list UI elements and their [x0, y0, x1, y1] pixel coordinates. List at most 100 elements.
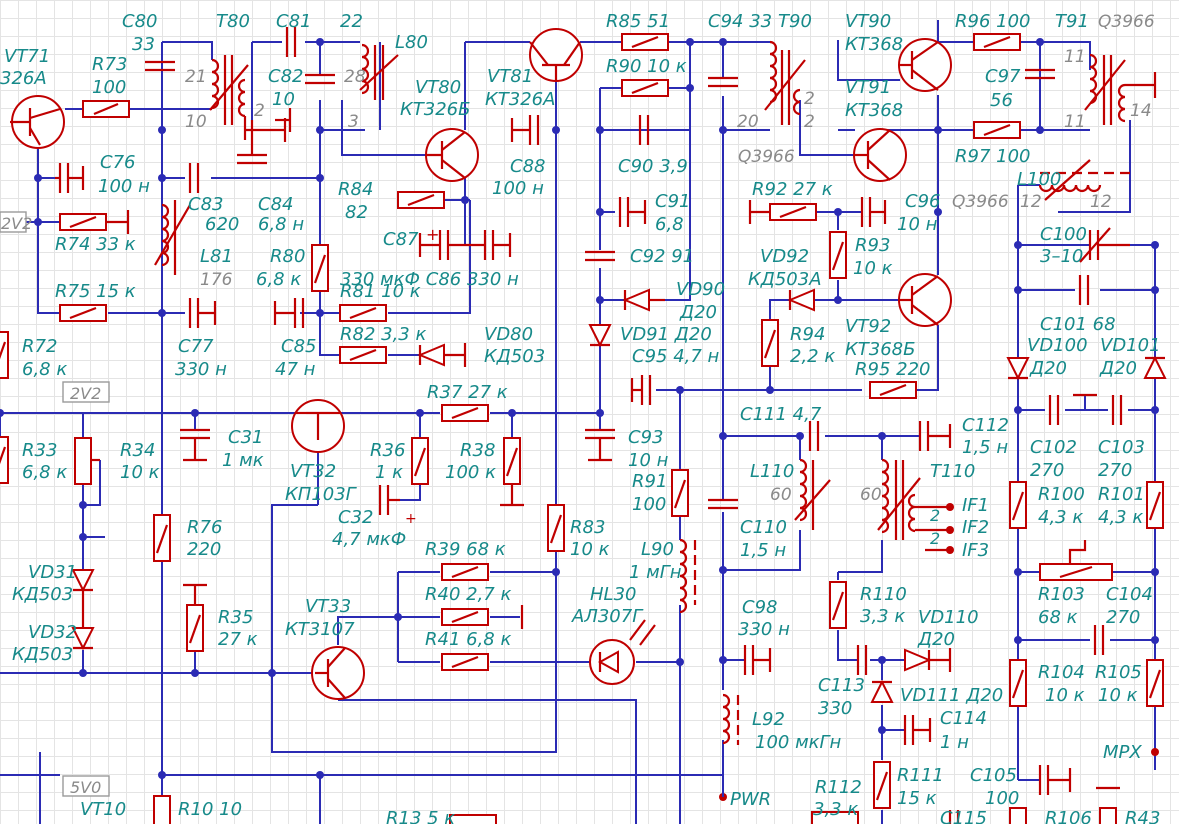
label-r100-v: 4,3 к [1038, 507, 1083, 528]
resistor-R80 [311, 244, 329, 292]
label-vt81-n: VT81 [487, 66, 533, 87]
resistor-R34 [74, 437, 100, 485]
pin-number-p11a: 11 [1064, 47, 1086, 67]
label-c80-n: C80 [122, 11, 157, 32]
label-vt33-n: VT33 [305, 596, 351, 617]
pin-number-p20: 20 [737, 112, 759, 132]
diode-VD92 [787, 288, 815, 312]
label-mpx: MPX [1103, 742, 1142, 763]
label-r103-v: 68 к [1038, 607, 1078, 628]
pin-number-q3966a: Q3966 [1098, 12, 1155, 32]
cap-C104 [1093, 625, 1105, 655]
diode-VD90 [622, 288, 665, 312]
label-vd110-n: VD110 [918, 607, 979, 628]
transistor-VT71 [10, 95, 65, 149]
resistor-R82 [339, 346, 387, 364]
coil-L80 [359, 43, 399, 100]
coil-L100 [1038, 159, 1135, 201]
transistor-VT91 [853, 128, 907, 182]
cap-C87: + [418, 225, 450, 260]
label-vd101-t: Д20 [1099, 358, 1137, 379]
pin-number-p12a: 12 [1020, 192, 1042, 212]
resistor-R43 [1096, 786, 1120, 824]
label-vd91: VD91 Д20 [620, 324, 712, 345]
label-c88-v: 100 н [492, 178, 544, 199]
pin-number-p2c: 2 [804, 112, 815, 132]
label-r34-v: 10 к [120, 462, 160, 483]
label-r83-v: 10 к [570, 539, 610, 560]
label-r104-v: 10 к [1045, 685, 1085, 706]
transformer-T110 [877, 458, 950, 552]
svg-text:+: + [426, 225, 439, 244]
pin-number-p21: 21 [185, 67, 207, 87]
cap-C114 [903, 715, 932, 745]
label-r36-v: 1 к [375, 462, 403, 483]
label-r33-v: 6,8 к [22, 462, 67, 483]
label-vd110-t: Д20 [917, 629, 955, 650]
pin-number-p60b: 60 [860, 485, 882, 505]
label-c87: C87 [383, 229, 419, 250]
resistor-R110 [829, 581, 847, 629]
label-r73-v: 100 [92, 77, 126, 98]
label-c95: C95 4,7 н [632, 346, 720, 367]
diode-VD101 [1143, 355, 1167, 379]
resistor-R73 [82, 100, 130, 118]
label-c105-n: C105 [970, 765, 1017, 786]
resistor-R101 [1146, 481, 1164, 529]
resistor-R39 [441, 563, 489, 581]
label-l92-n: L92 [752, 709, 785, 730]
label-r94-v: 2,2 к [790, 346, 835, 367]
label-r95: R95 220 [855, 359, 931, 380]
label-c112-n: C112 [962, 415, 1009, 436]
label-c98-v: 330 н [738, 619, 790, 640]
label-r72-n: R72 [22, 336, 57, 357]
label-r33-n: R33 [22, 440, 57, 461]
label-r83-n: R83 [570, 517, 605, 538]
pin-number-p12b: 12 [1090, 192, 1112, 212]
transformer-T91 [1084, 53, 1157, 125]
label-vd80-t: КД503 [484, 346, 545, 367]
terminal-IF3 [946, 546, 954, 554]
cap-C77 [188, 298, 217, 328]
label-r91-n: R91 [632, 471, 667, 492]
label-r90: R90 10 к [606, 56, 687, 77]
cap-C102 [1048, 395, 1060, 425]
label-hl30-n: HL30 [590, 584, 636, 605]
label-c32-v: 4,7 мкФ [332, 529, 406, 550]
cap-C81 [285, 27, 297, 57]
label-r111-v: 15 к [897, 788, 937, 809]
label-r97: R97 100 [955, 146, 1031, 167]
label-t110-n: T110 [930, 461, 975, 482]
coil-L92 [722, 693, 740, 745]
label-r81: R81 10 к [340, 281, 421, 302]
label-pwr: PWR [730, 789, 771, 810]
label-r100-n: R100 [1038, 484, 1085, 505]
label-r39: R39 68 к [425, 539, 506, 560]
led-HL30 [589, 619, 656, 685]
diode-VD32 [71, 627, 95, 651]
label-r73-n: R73 [92, 54, 127, 75]
label-c81-v: 22 [340, 11, 363, 32]
label-c110-v: 1,5 н [740, 540, 786, 561]
label-c100-v: 3–10 [1040, 246, 1083, 267]
label-r106: R106 [1045, 808, 1092, 824]
resistor-R75 [59, 304, 107, 322]
resistor-R10 [153, 795, 171, 824]
resistor-R38 [500, 437, 524, 507]
label-vt71-t: 326A [0, 68, 47, 89]
label-r35-v: 27 к [218, 629, 258, 650]
label-r112-v: 3,3 к [813, 799, 858, 820]
cap-C97 [1025, 68, 1055, 80]
label-vt71-n: VT71 [4, 46, 50, 67]
label-c100-n: C100 [1040, 224, 1087, 245]
label-c104-v: 270 [1106, 607, 1140, 628]
label-r35-n: R35 [218, 607, 253, 628]
label-c82-n: C82 [268, 66, 303, 87]
label-vd31-t: КД503 [12, 584, 73, 605]
label-c102-n: C102 [1030, 437, 1077, 458]
label-c115: C115 [940, 808, 987, 824]
label-c93-n: C93 [628, 427, 663, 448]
label-vt92-n: VT92 [845, 316, 891, 337]
label-c91-v: 6,8 [655, 214, 684, 235]
